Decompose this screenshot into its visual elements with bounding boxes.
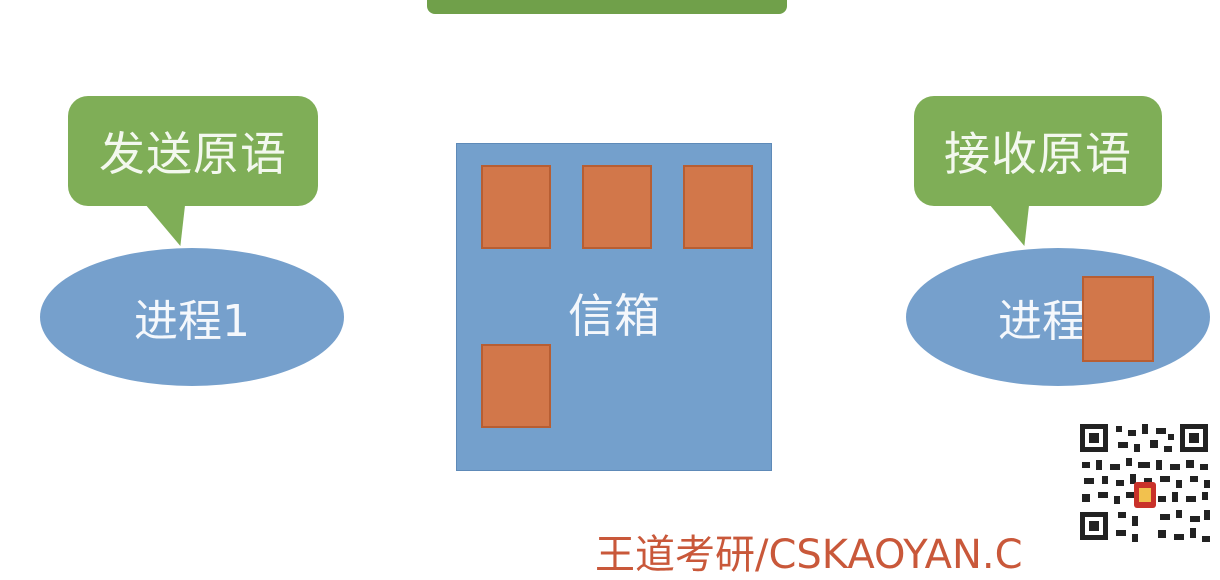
mailbox-message-4 [481, 344, 551, 428]
process-2-node: 进程 [906, 248, 1210, 386]
mailbox-message-1 [481, 165, 551, 249]
process-1-node: 进程1 [40, 248, 344, 386]
process-1-label: 进程1 [134, 296, 250, 347]
mailbox-message-2 [582, 165, 652, 249]
top-green-box [427, 0, 787, 14]
send-primitive-label: 发送原语 [99, 127, 287, 181]
qr-code-image [1068, 412, 1220, 552]
receive-primitive-callout-tail [985, 200, 1047, 246]
receive-primitive-label: 接收原语 [944, 127, 1132, 181]
received-message [1082, 276, 1154, 362]
mailbox-label: 信箱 [568, 289, 660, 343]
mailbox-message-3 [683, 165, 753, 249]
qr-code [1068, 412, 1220, 552]
watermark-text: 王道考研/CSKAOYAN.C [595, 532, 1023, 578]
process-2-label: 进程 [998, 296, 1086, 347]
send-primitive-callout: 发送原语 [68, 96, 318, 206]
mailbox: 信箱 [456, 143, 772, 471]
send-primitive-callout-tail [141, 200, 203, 246]
receive-primitive-callout: 接收原语 [914, 96, 1162, 206]
